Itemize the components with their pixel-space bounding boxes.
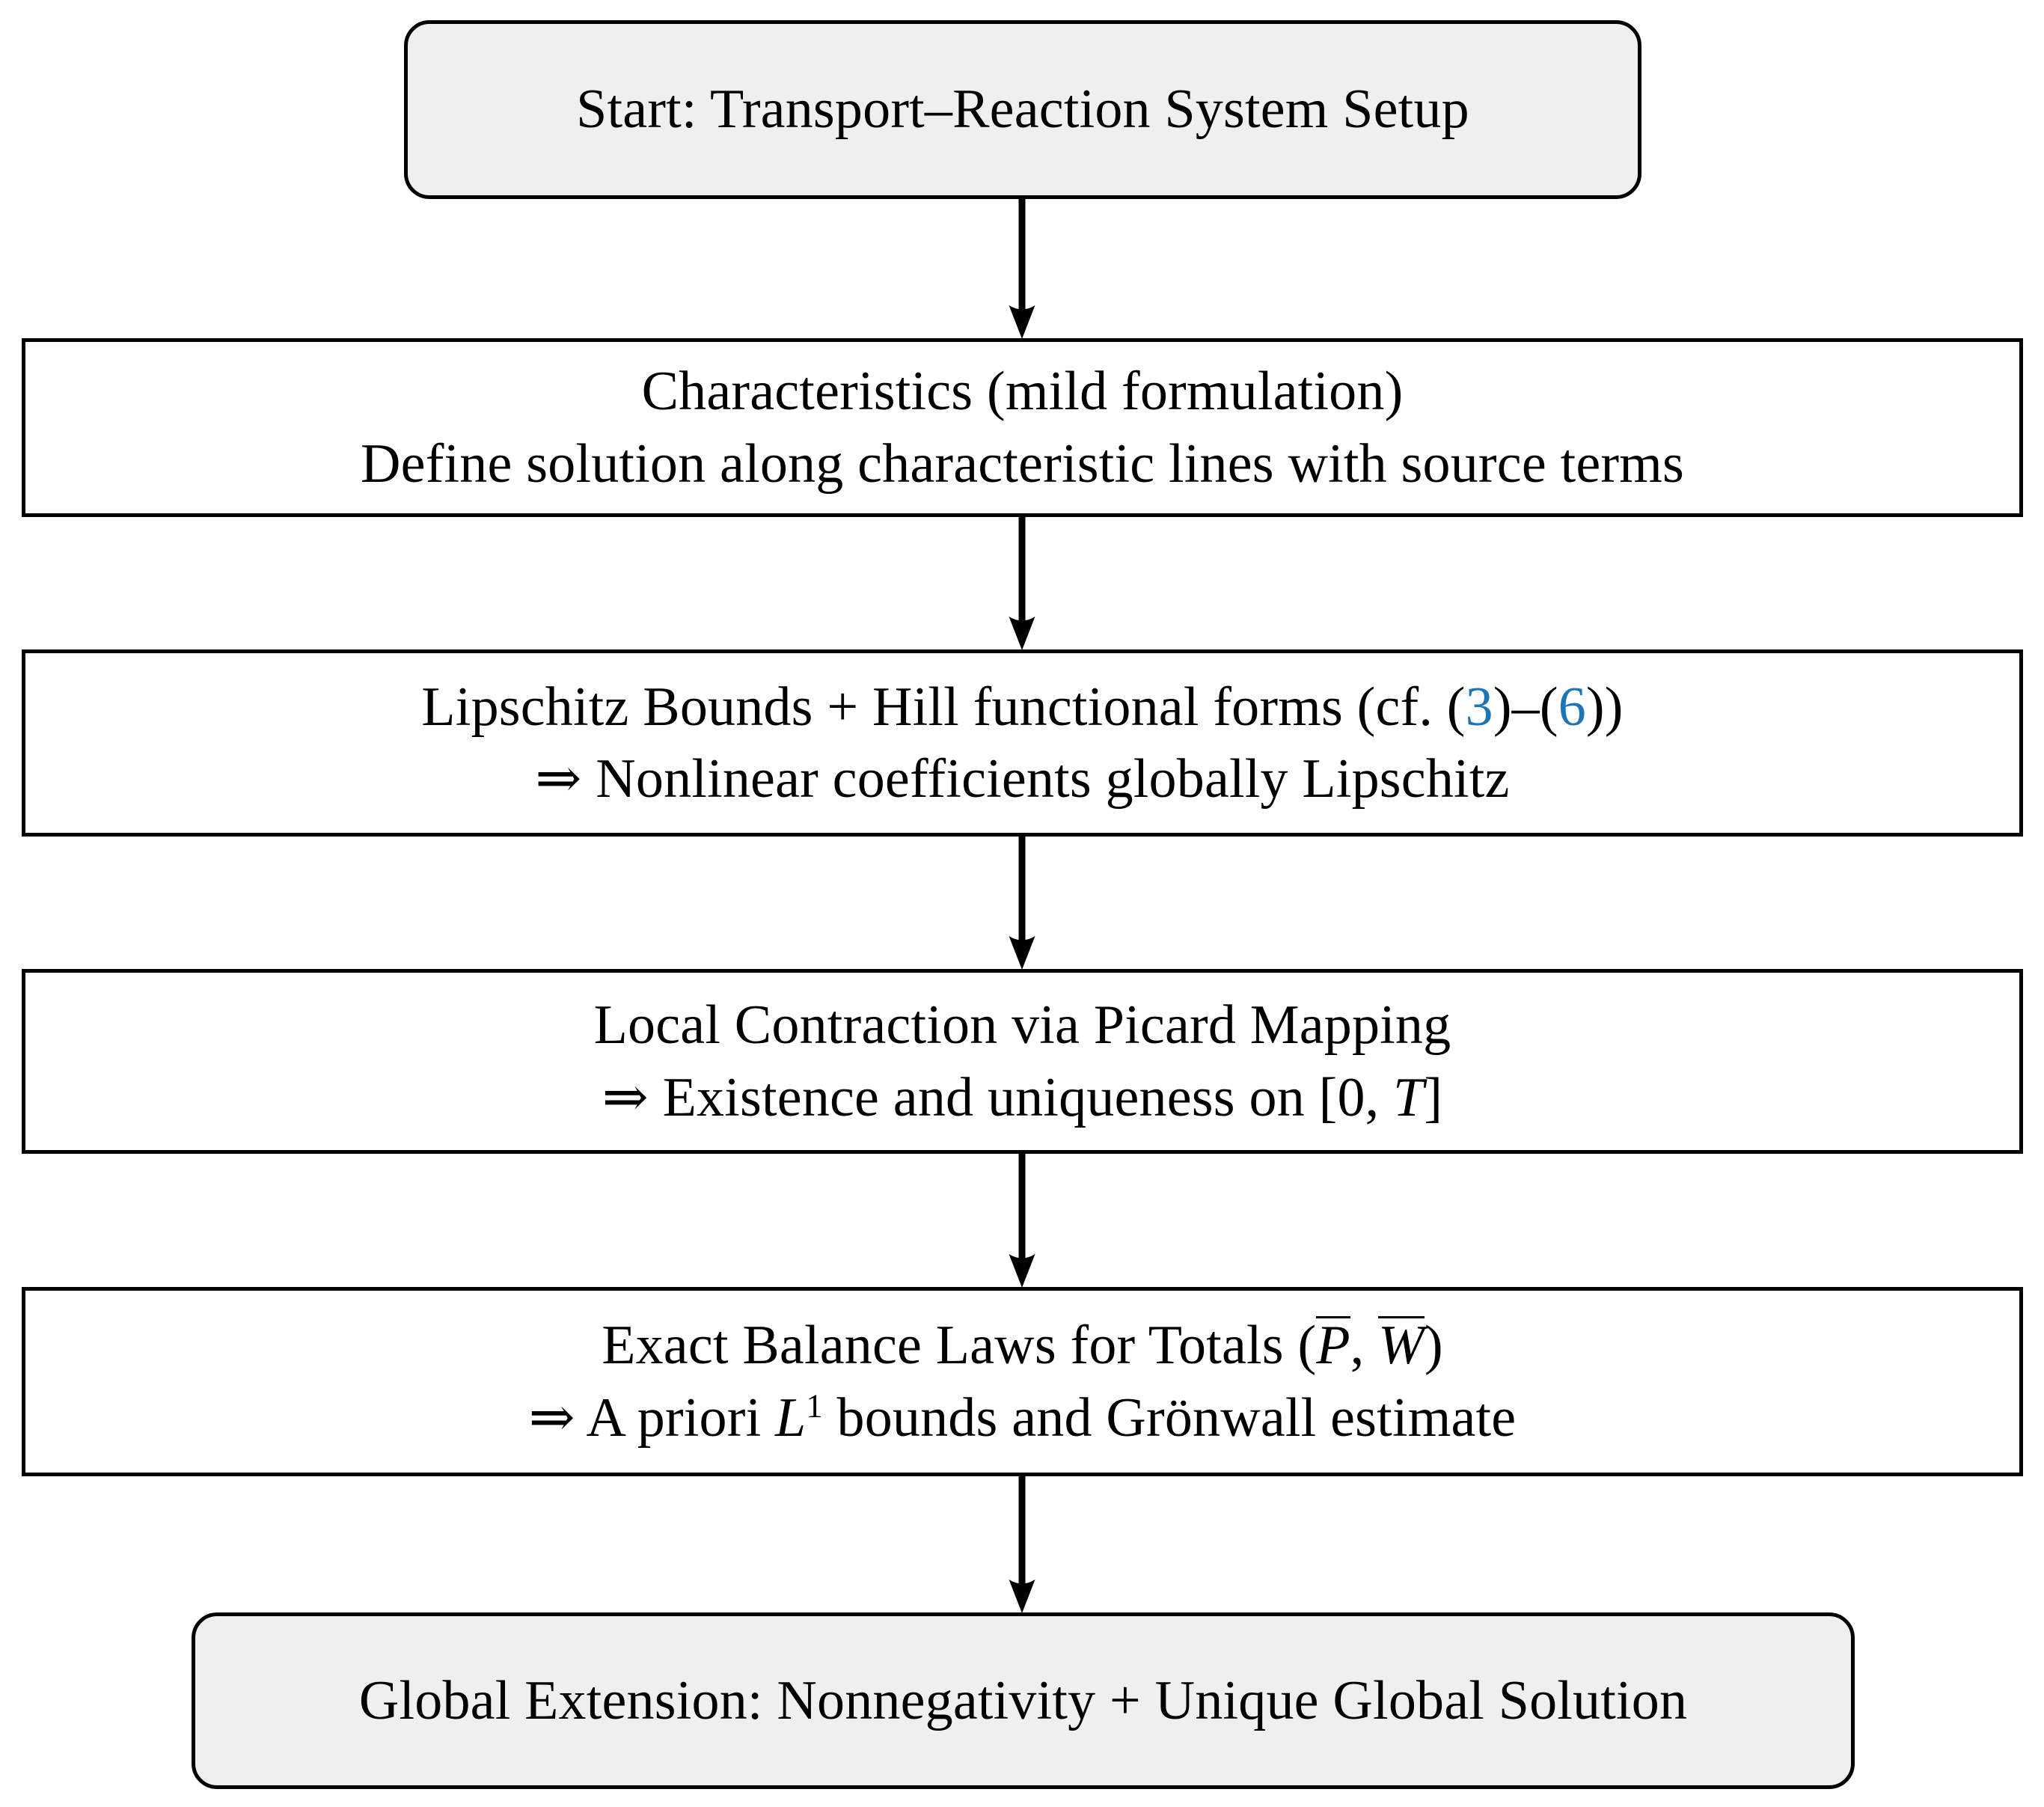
- node-global-line-1: Global Extension: Nonnegativity + Unique…: [358, 1669, 1688, 1731]
- balance-text-b: ): [1424, 1315, 1443, 1377]
- arrow-start-to-characteristics: [1005, 198, 1039, 339]
- balance-space-L: L: [775, 1386, 807, 1449]
- balance2-text-a: ⇒ A priori: [528, 1386, 776, 1449]
- node-picard-line-1: Local Contraction via Picard Mapping: [593, 994, 1451, 1057]
- node-start[interactable]: Start: Transport–Reaction System Setup: [404, 20, 1641, 199]
- node-characteristics-line-1: Characteristics (mild formulation): [641, 361, 1404, 423]
- node-balance-line-1: Exact Balance Laws for Totals (P, W): [602, 1309, 1443, 1381]
- node-start-line-1: Start: Transport–Reaction System Setup: [576, 79, 1469, 141]
- node-lipschitz-bounds[interactable]: Lipschitz Bounds + Hill functional forms…: [22, 649, 2023, 837]
- node-lipschitz-line-2: ⇒ Nonlinear coefficients globally Lipsch…: [535, 748, 1510, 810]
- balance-exponent-1: 1: [806, 1386, 823, 1424]
- node-lipschitz-line-1: Lipschitz Bounds + Hill functional forms…: [421, 671, 1623, 743]
- citation-6[interactable]: 6: [1558, 676, 1586, 738]
- balance-variable-P-bar: P: [1316, 1315, 1350, 1377]
- citation-3[interactable]: 3: [1465, 676, 1493, 738]
- node-characteristics-line-2: Define solution along characteristic lin…: [361, 432, 1684, 495]
- balance2-text-b: bounds and Grönwall estimate: [822, 1386, 1517, 1449]
- arrow-lipschitz-to-picard: [1005, 836, 1039, 970]
- balance-variable-W-bar: W: [1378, 1315, 1425, 1377]
- arrow-balance-to-global: [1005, 1476, 1039, 1613]
- lipschitz-text-a: Lipschitz Bounds + Hill functional forms…: [421, 676, 1466, 738]
- node-picard-contraction[interactable]: Local Contraction via Picard Mapping ⇒ E…: [22, 969, 2023, 1154]
- node-balance-line-2: ⇒ A priori L1 bounds and Grönwall estima…: [529, 1382, 1517, 1454]
- arrow-characteristics-to-lipschitz: [1005, 516, 1039, 650]
- arrow-picard-to-balance: [1005, 1153, 1039, 1288]
- balance-text-sep: ,: [1350, 1315, 1379, 1377]
- lipschitz-text-b: )–(: [1493, 676, 1558, 738]
- node-characteristics[interactable]: Characteristics (mild formulation) Defin…: [22, 338, 2023, 517]
- picard-text-b: ]: [1424, 1066, 1443, 1128]
- picard-text-a: ⇒ Existence and uniqueness on [0,: [602, 1066, 1394, 1128]
- node-balance-laws[interactable]: Exact Balance Laws for Totals (P, W) ⇒ A…: [22, 1287, 2023, 1476]
- node-picard-line-2: ⇒ Existence and uniqueness on [0, T]: [602, 1062, 1443, 1134]
- balance-text-a: Exact Balance Laws for Totals (: [602, 1315, 1317, 1377]
- picard-variable-T: T: [1393, 1066, 1425, 1128]
- node-global-extension[interactable]: Global Extension: Nonnegativity + Unique…: [192, 1612, 1855, 1789]
- lipschitz-text-c: )): [1585, 676, 1624, 738]
